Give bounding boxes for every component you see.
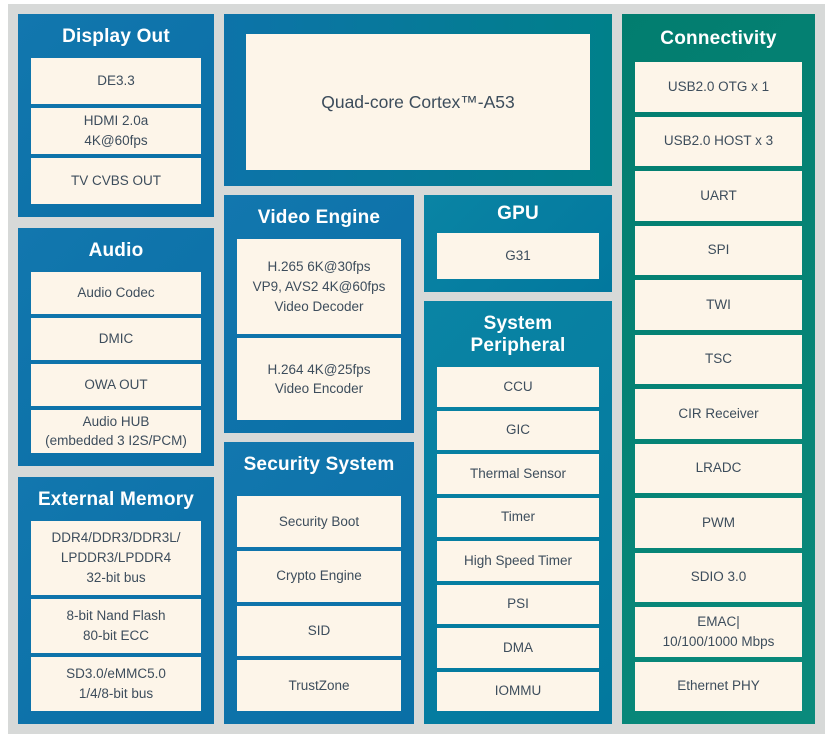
cpu-block: Quad-core Cortex™-A53 xyxy=(224,14,612,186)
item-iommu: IOMMU xyxy=(437,671,599,711)
left-column: Display Out DE3.3 HDMI 2.0a 4K@60fps TV … xyxy=(18,14,214,724)
item-owa-out: OWA OUT xyxy=(31,363,201,406)
item-usb-otg: USB2.0 OTG x 1 xyxy=(635,62,802,112)
video-engine-title: Video Engine xyxy=(257,207,381,228)
middle-left-subcolumn: Video Engine H.265 6K@30fps VP9, AVS2 4K… xyxy=(224,195,414,724)
right-column: Connectivity USB2.0 OTG x 1 USB2.0 HOST … xyxy=(622,14,815,724)
external-memory-items: DDR4/DDR3/DDR3L/ LPDDR3/LPDDR4 32-bit bu… xyxy=(31,521,201,711)
item-pwm: PWM xyxy=(635,498,802,548)
item-ethernet-phy: Ethernet PHY xyxy=(635,661,802,711)
middle-right-subcolumn: GPU G31 System Peripheral CCU GIC Therma… xyxy=(424,195,612,724)
gpu-title: GPU xyxy=(497,203,539,224)
audio-block: Audio Audio Codec DMIC OWA OUT Audio HUB… xyxy=(18,228,214,466)
item-thermal-sensor: Thermal Sensor xyxy=(437,454,599,494)
audio-title: Audio xyxy=(88,240,144,261)
item-timer: Timer xyxy=(437,497,599,537)
item-psi: PSI xyxy=(437,584,599,624)
security-system-items: Security Boot Crypto Engine SID TrustZon… xyxy=(237,496,401,711)
item-lradc: LRADC xyxy=(635,443,802,493)
system-peripheral-title: System Peripheral xyxy=(470,313,566,356)
item-ddr: DDR4/DDR3/DDR3L/ LPDDR3/LPDDR4 32-bit bu… xyxy=(31,521,201,595)
item-security-boot: Security Boot xyxy=(237,496,401,547)
item-audio-codec: Audio Codec xyxy=(31,272,201,314)
item-sd-emmc: SD3.0/eMMC5.0 1/4/8-bit bus xyxy=(31,656,201,711)
item-twi: TWI xyxy=(635,280,802,330)
system-peripheral-block: System Peripheral CCU GIC Thermal Sensor… xyxy=(424,301,612,724)
diagram-panel: Display Out DE3.3 HDMI 2.0a 4K@60fps TV … xyxy=(8,4,825,734)
video-engine-block: Video Engine H.265 6K@30fps VP9, AVS2 4K… xyxy=(224,195,414,433)
video-engine-items: H.265 6K@30fps VP9, AVS2 4K@60fps Video … xyxy=(237,239,401,420)
item-ccu: CCU xyxy=(437,367,599,407)
gpu-items: G31 xyxy=(437,233,599,279)
connectivity-items: USB2.0 OTG x 1 USB2.0 HOST x 3 UART SPI … xyxy=(635,62,802,711)
item-dmic: DMIC xyxy=(31,317,201,360)
item-spi: SPI xyxy=(635,225,802,275)
item-video-encoder: H.264 4K@25fps Video Encoder xyxy=(237,338,401,420)
display-out-items: DE3.3 HDMI 2.0a 4K@60fps TV CVBS OUT xyxy=(31,58,201,204)
item-emac: EMAC| 10/100/1000 Mbps xyxy=(635,607,802,657)
cpu-label: Quad-core Cortex™-A53 xyxy=(246,34,590,170)
item-sid: SID xyxy=(237,605,401,657)
item-hdmi-2-0a: HDMI 2.0a 4K@60fps xyxy=(31,108,201,154)
item-uart: UART xyxy=(635,171,802,221)
item-video-decoder: H.265 6K@30fps VP9, AVS2 4K@60fps Video … xyxy=(237,239,401,335)
item-audio-hub: Audio HUB (embedded 3 I2S/PCM) xyxy=(31,409,201,453)
display-out-block: Display Out DE3.3 HDMI 2.0a 4K@60fps TV … xyxy=(18,14,214,217)
item-tsc: TSC xyxy=(635,334,802,384)
item-nand-flash: 8-bit Nand Flash 80-bit ECC xyxy=(31,598,201,653)
item-crypto-engine: Crypto Engine xyxy=(237,550,401,602)
external-memory-block: External Memory DDR4/DDR3/DDR3L/ LPDDR3/… xyxy=(18,477,214,724)
gpu-block: GPU G31 xyxy=(424,195,612,292)
security-system-block: Security System Security Boot Crypto Eng… xyxy=(224,442,414,724)
middle-row: Video Engine H.265 6K@30fps VP9, AVS2 4K… xyxy=(224,195,612,724)
item-tv-cvbs-out: TV CVBS OUT xyxy=(31,158,201,204)
item-trustzone: TrustZone xyxy=(237,660,401,711)
connectivity-block: Connectivity USB2.0 OTG x 1 USB2.0 HOST … xyxy=(622,14,815,724)
item-g31: G31 xyxy=(437,233,599,279)
security-system-title: Security System xyxy=(243,454,395,475)
item-cir-receiver: CIR Receiver xyxy=(635,389,802,439)
connectivity-title: Connectivity xyxy=(660,28,777,49)
audio-items: Audio Codec DMIC OWA OUT Audio HUB (embe… xyxy=(31,272,201,453)
item-high-speed-timer: High Speed Timer xyxy=(437,541,599,581)
middle-columns: Quad-core Cortex™-A53 Video Engine H.265… xyxy=(224,14,612,724)
display-out-title: Display Out xyxy=(62,26,170,47)
external-memory-title: External Memory xyxy=(37,489,195,510)
item-sdio: SDIO 3.0 xyxy=(635,552,802,602)
item-gic: GIC xyxy=(437,410,599,450)
item-de3-3: DE3.3 xyxy=(31,58,201,104)
item-usb-host: USB2.0 HOST x 3 xyxy=(635,116,802,166)
system-peripheral-items: CCU GIC Thermal Sensor Timer High Speed … xyxy=(437,367,599,711)
item-dma: DMA xyxy=(437,628,599,668)
